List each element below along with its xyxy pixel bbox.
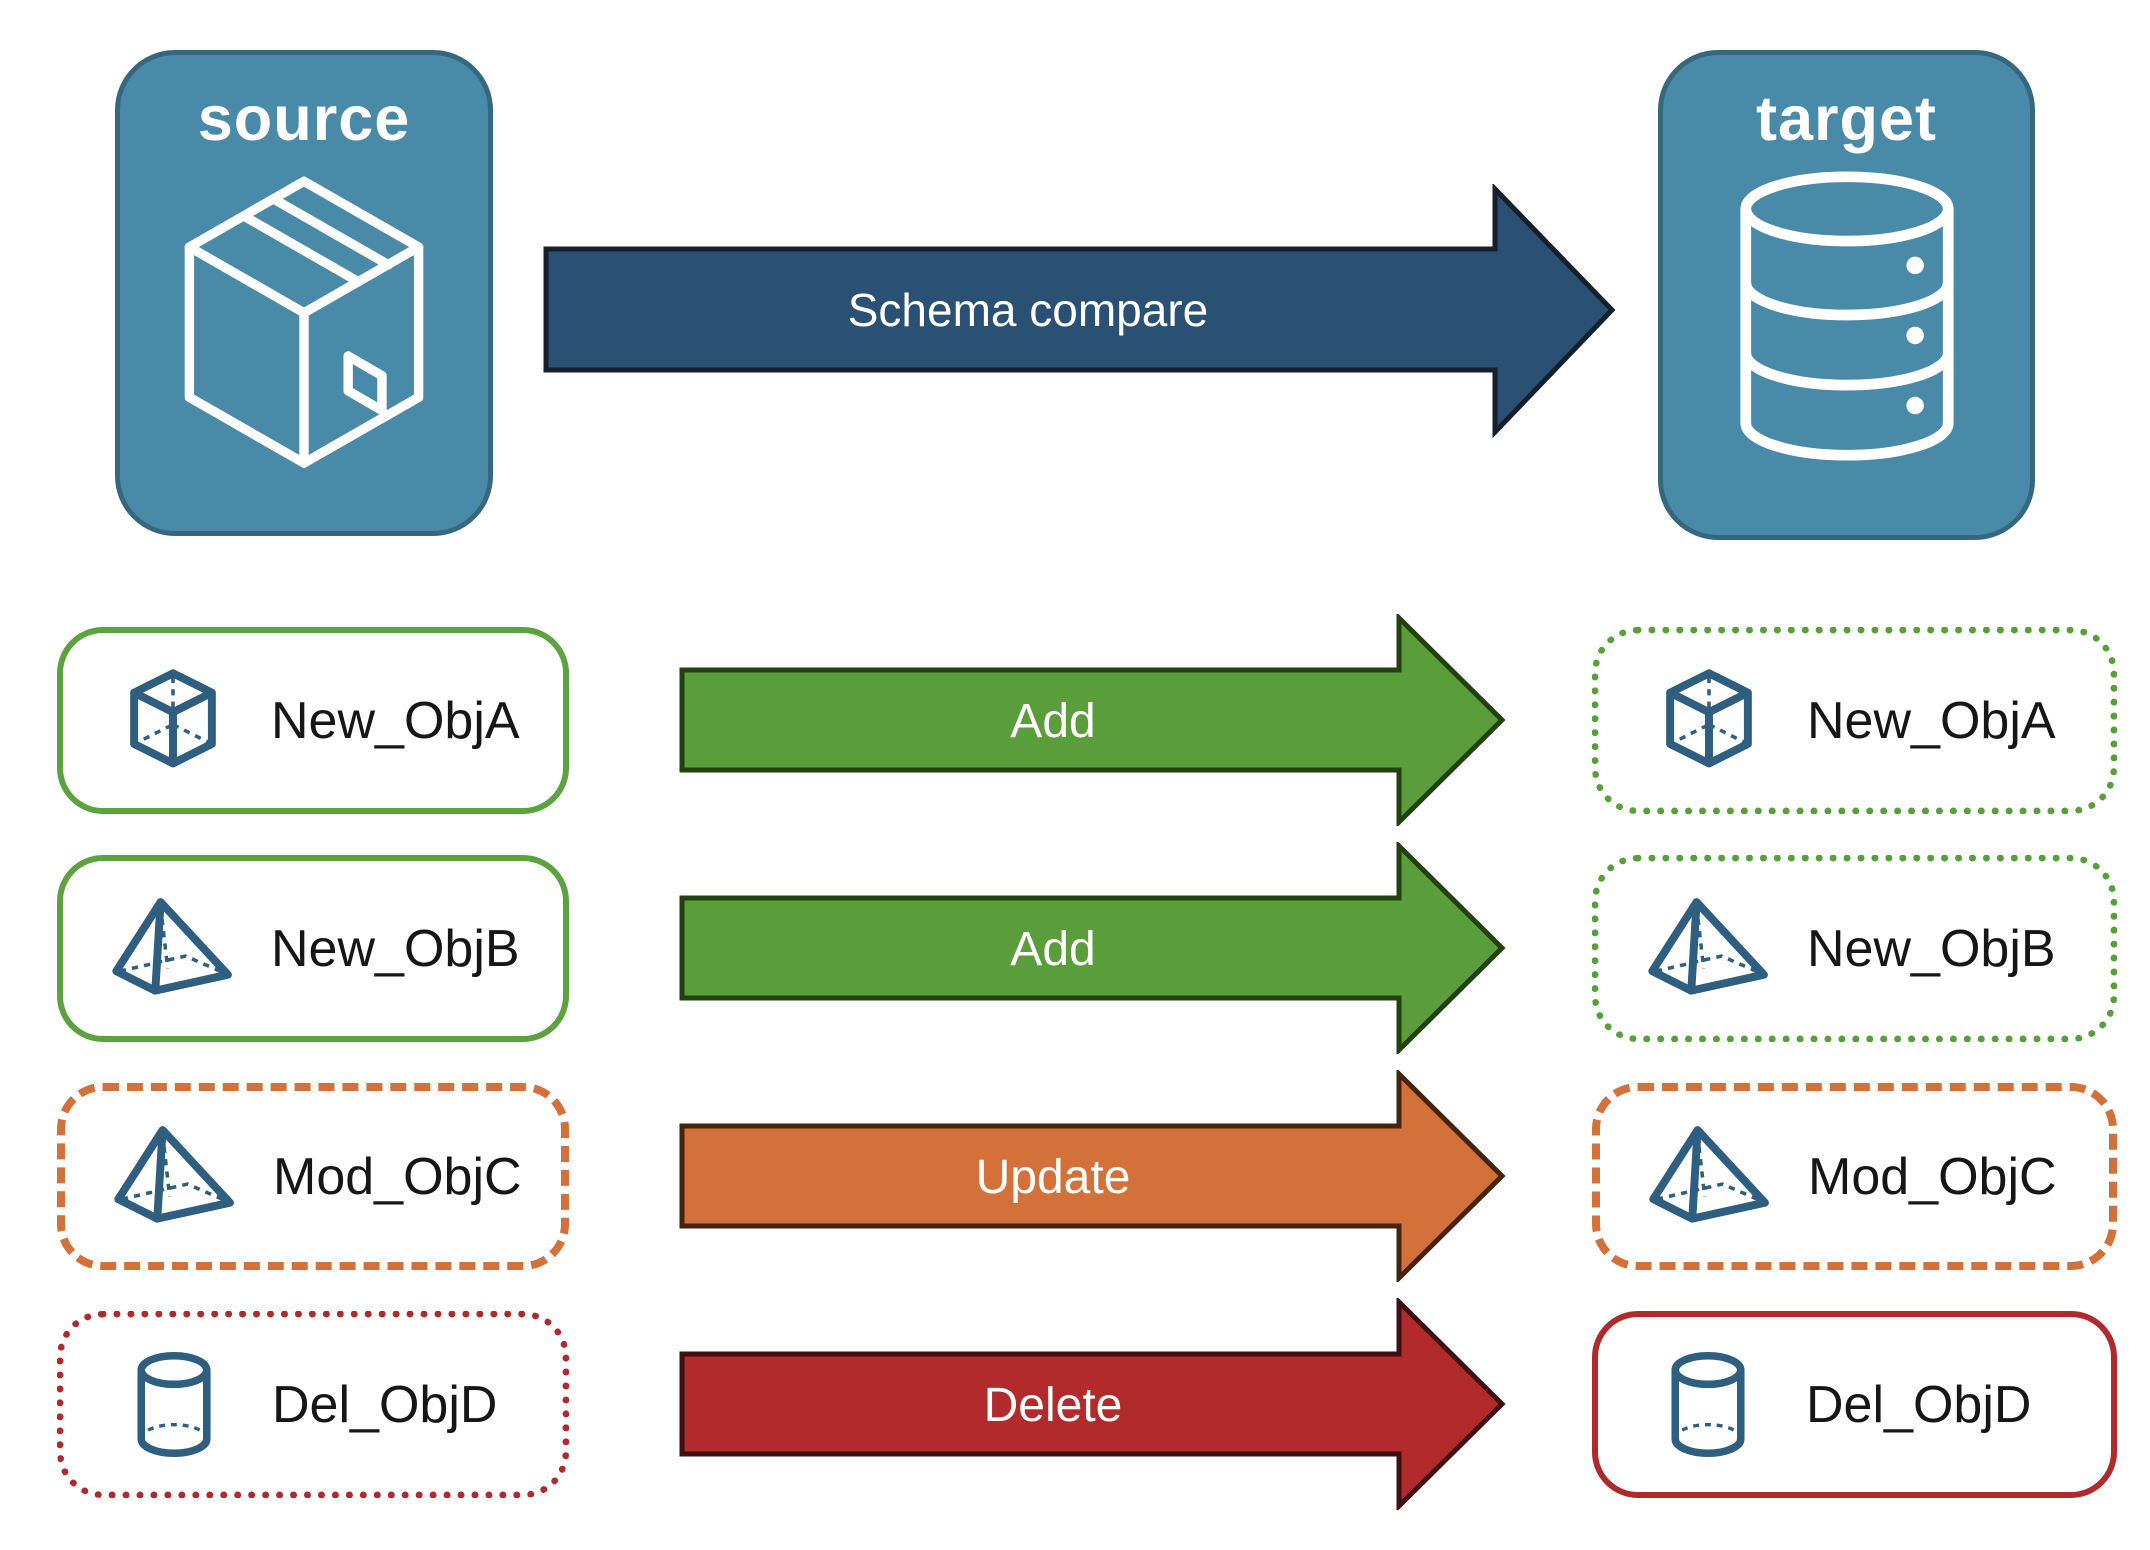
object-label: Del_ObjD: [1806, 1375, 2032, 1434]
source-object-box-row-4: Del_ObjD: [57, 1311, 569, 1498]
source-card: source: [115, 50, 493, 536]
delete-arrow: Delete: [679, 1298, 1506, 1510]
pyramid-icon: [111, 894, 235, 1004]
add-arrow-label: Add: [1010, 923, 1095, 976]
source-card-title: source: [197, 84, 411, 154]
pyramid-icon: [1648, 1122, 1772, 1232]
source-object-box-row-2: New_ObjB: [57, 855, 569, 1042]
object-label: New_ObjB: [1807, 919, 2056, 978]
object-label: Mod_ObjC: [273, 1147, 522, 1206]
package-icon: [163, 170, 445, 480]
pyramid-icon: [1647, 894, 1771, 1004]
database-icon: [1730, 170, 1964, 462]
target-object-box-row-2: New_ObjB: [1592, 855, 2117, 1042]
object-label: New_ObjA: [271, 691, 520, 750]
cube-icon: [1647, 666, 1771, 776]
target-card: target: [1658, 50, 2035, 540]
pyramid-icon: [113, 1122, 237, 1232]
source-object-box-row-3: Mod_ObjC: [57, 1083, 569, 1270]
cylinder-icon: [112, 1349, 236, 1460]
target-card-title: target: [1755, 84, 1938, 154]
update-arrow-label: Update: [976, 1151, 1131, 1204]
schema-compare-label: Schema compare: [848, 284, 1209, 336]
cylinder-icon: [1646, 1349, 1770, 1460]
object-label: Mod_ObjC: [1808, 1147, 2057, 1206]
update-arrow: Update: [679, 1070, 1506, 1282]
source-object-box-row-1: New_ObjA: [57, 627, 569, 814]
object-label: Del_ObjD: [272, 1375, 498, 1434]
target-object-box-row-1: New_ObjA: [1592, 627, 2117, 814]
add-arrow-row-1: Add: [679, 614, 1506, 826]
target-object-box-row-4: Del_ObjD: [1592, 1311, 2117, 1498]
cube-icon: [111, 666, 235, 776]
schema-compare-arrow: Schema compare: [543, 184, 1616, 439]
delete-arrow-label: Delete: [984, 1379, 1123, 1432]
target-object-box-row-3: Mod_ObjC: [1592, 1083, 2117, 1270]
add-arrow-row-2: Add: [679, 842, 1506, 1054]
object-label: New_ObjB: [271, 919, 520, 978]
object-label: New_ObjA: [1807, 691, 2056, 750]
add-arrow-label: Add: [1010, 695, 1095, 748]
